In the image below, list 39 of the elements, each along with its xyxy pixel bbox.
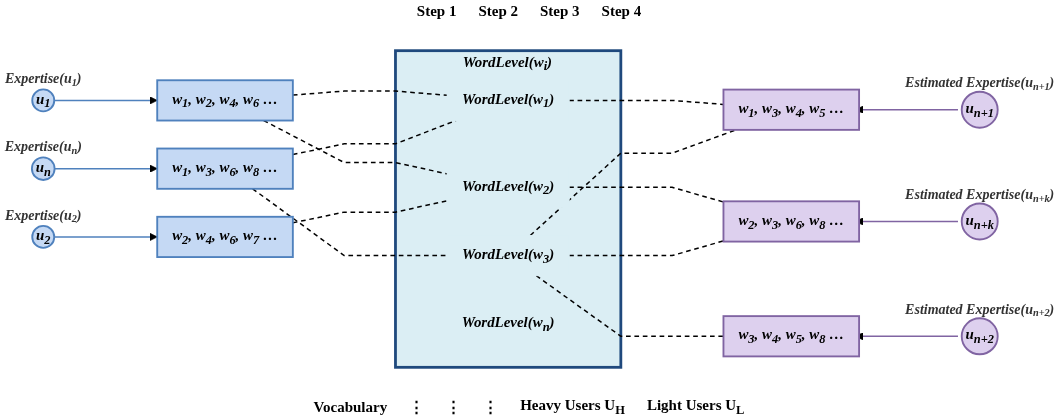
connector (262, 119, 448, 175)
step-label: Step 4 (601, 2, 642, 20)
node-caption: Expertise(u$_{2}$) (4, 207, 82, 225)
step-label: Step 1 (416, 2, 457, 20)
node-caption: Expertise(u$_{n}$) (4, 139, 82, 157)
node-text: WordLevel(w$_{1}$) (462, 90, 555, 111)
node-circle: u$_{1}$ (31, 88, 56, 113)
node-caption: Estimated Expertise(u$_{n+1}$) (905, 75, 1055, 92)
connector (292, 200, 448, 224)
node-box: w$_{1}$, w$_{3}$, w$_{6}$, w$_{8}$ … (156, 147, 294, 190)
node-caption: Estimated Expertise(u$_{n+2}$) (905, 301, 1055, 319)
node-circle: u$_{n+2}$ (960, 317, 999, 356)
node-circle: u$_{n}$ (30, 156, 56, 181)
node-box: w$_{3}$, w$_{4}$, w$_{5}$, w$_{8}$ … (722, 315, 861, 358)
diagram-label: Light Users U$_{L}$ (646, 396, 745, 418)
connector (568, 186, 725, 203)
step-label: Step 3 (540, 2, 580, 20)
node-box: w$_{2}$, w$_{3}$, w$_{6}$, w$_{8}$ … (722, 200, 861, 243)
diagram-label: Heavy Users U$_{H}$ (520, 396, 625, 418)
node-circle: u$_{2}$ (31, 225, 56, 249)
node-box: w$_{1}$, w$_{3}$, w$_{4}$, w$_{5}$ … (722, 88, 861, 131)
node-text: WordLevel(w$_{3}$) (462, 245, 555, 266)
connector (251, 188, 448, 257)
step-label: Step 2 (478, 2, 518, 20)
node-caption: Expertise(u$_{1}$) (4, 71, 82, 88)
connector (568, 240, 725, 257)
node-box: w$_{1}$, w$_{2}$, w$_{4}$, w$_{6}$ … (156, 79, 294, 122)
diagram-label: ⋮ (483, 398, 499, 416)
diagram-label: Vocabulary (313, 398, 388, 416)
connector (292, 90, 448, 97)
node-circle: u$_{n+1}$ (960, 90, 999, 129)
node-circle: u$_{n+k}$ (960, 202, 999, 241)
node-box: w$_{2}$, w$_{4}$, w$_{6}$, w$_{7}$ … (156, 215, 294, 258)
diagram-label: ⋮ (446, 398, 462, 416)
node-text: WordLevel(w$_{2}$) (462, 177, 555, 198)
node-caption: Estimated Expertise(u$_{n+k}$) (905, 186, 1055, 204)
node-text: WordLevel(w$_{n}$) (461, 313, 555, 334)
connector (529, 129, 737, 237)
diagram-label: ⋮ (409, 398, 425, 416)
